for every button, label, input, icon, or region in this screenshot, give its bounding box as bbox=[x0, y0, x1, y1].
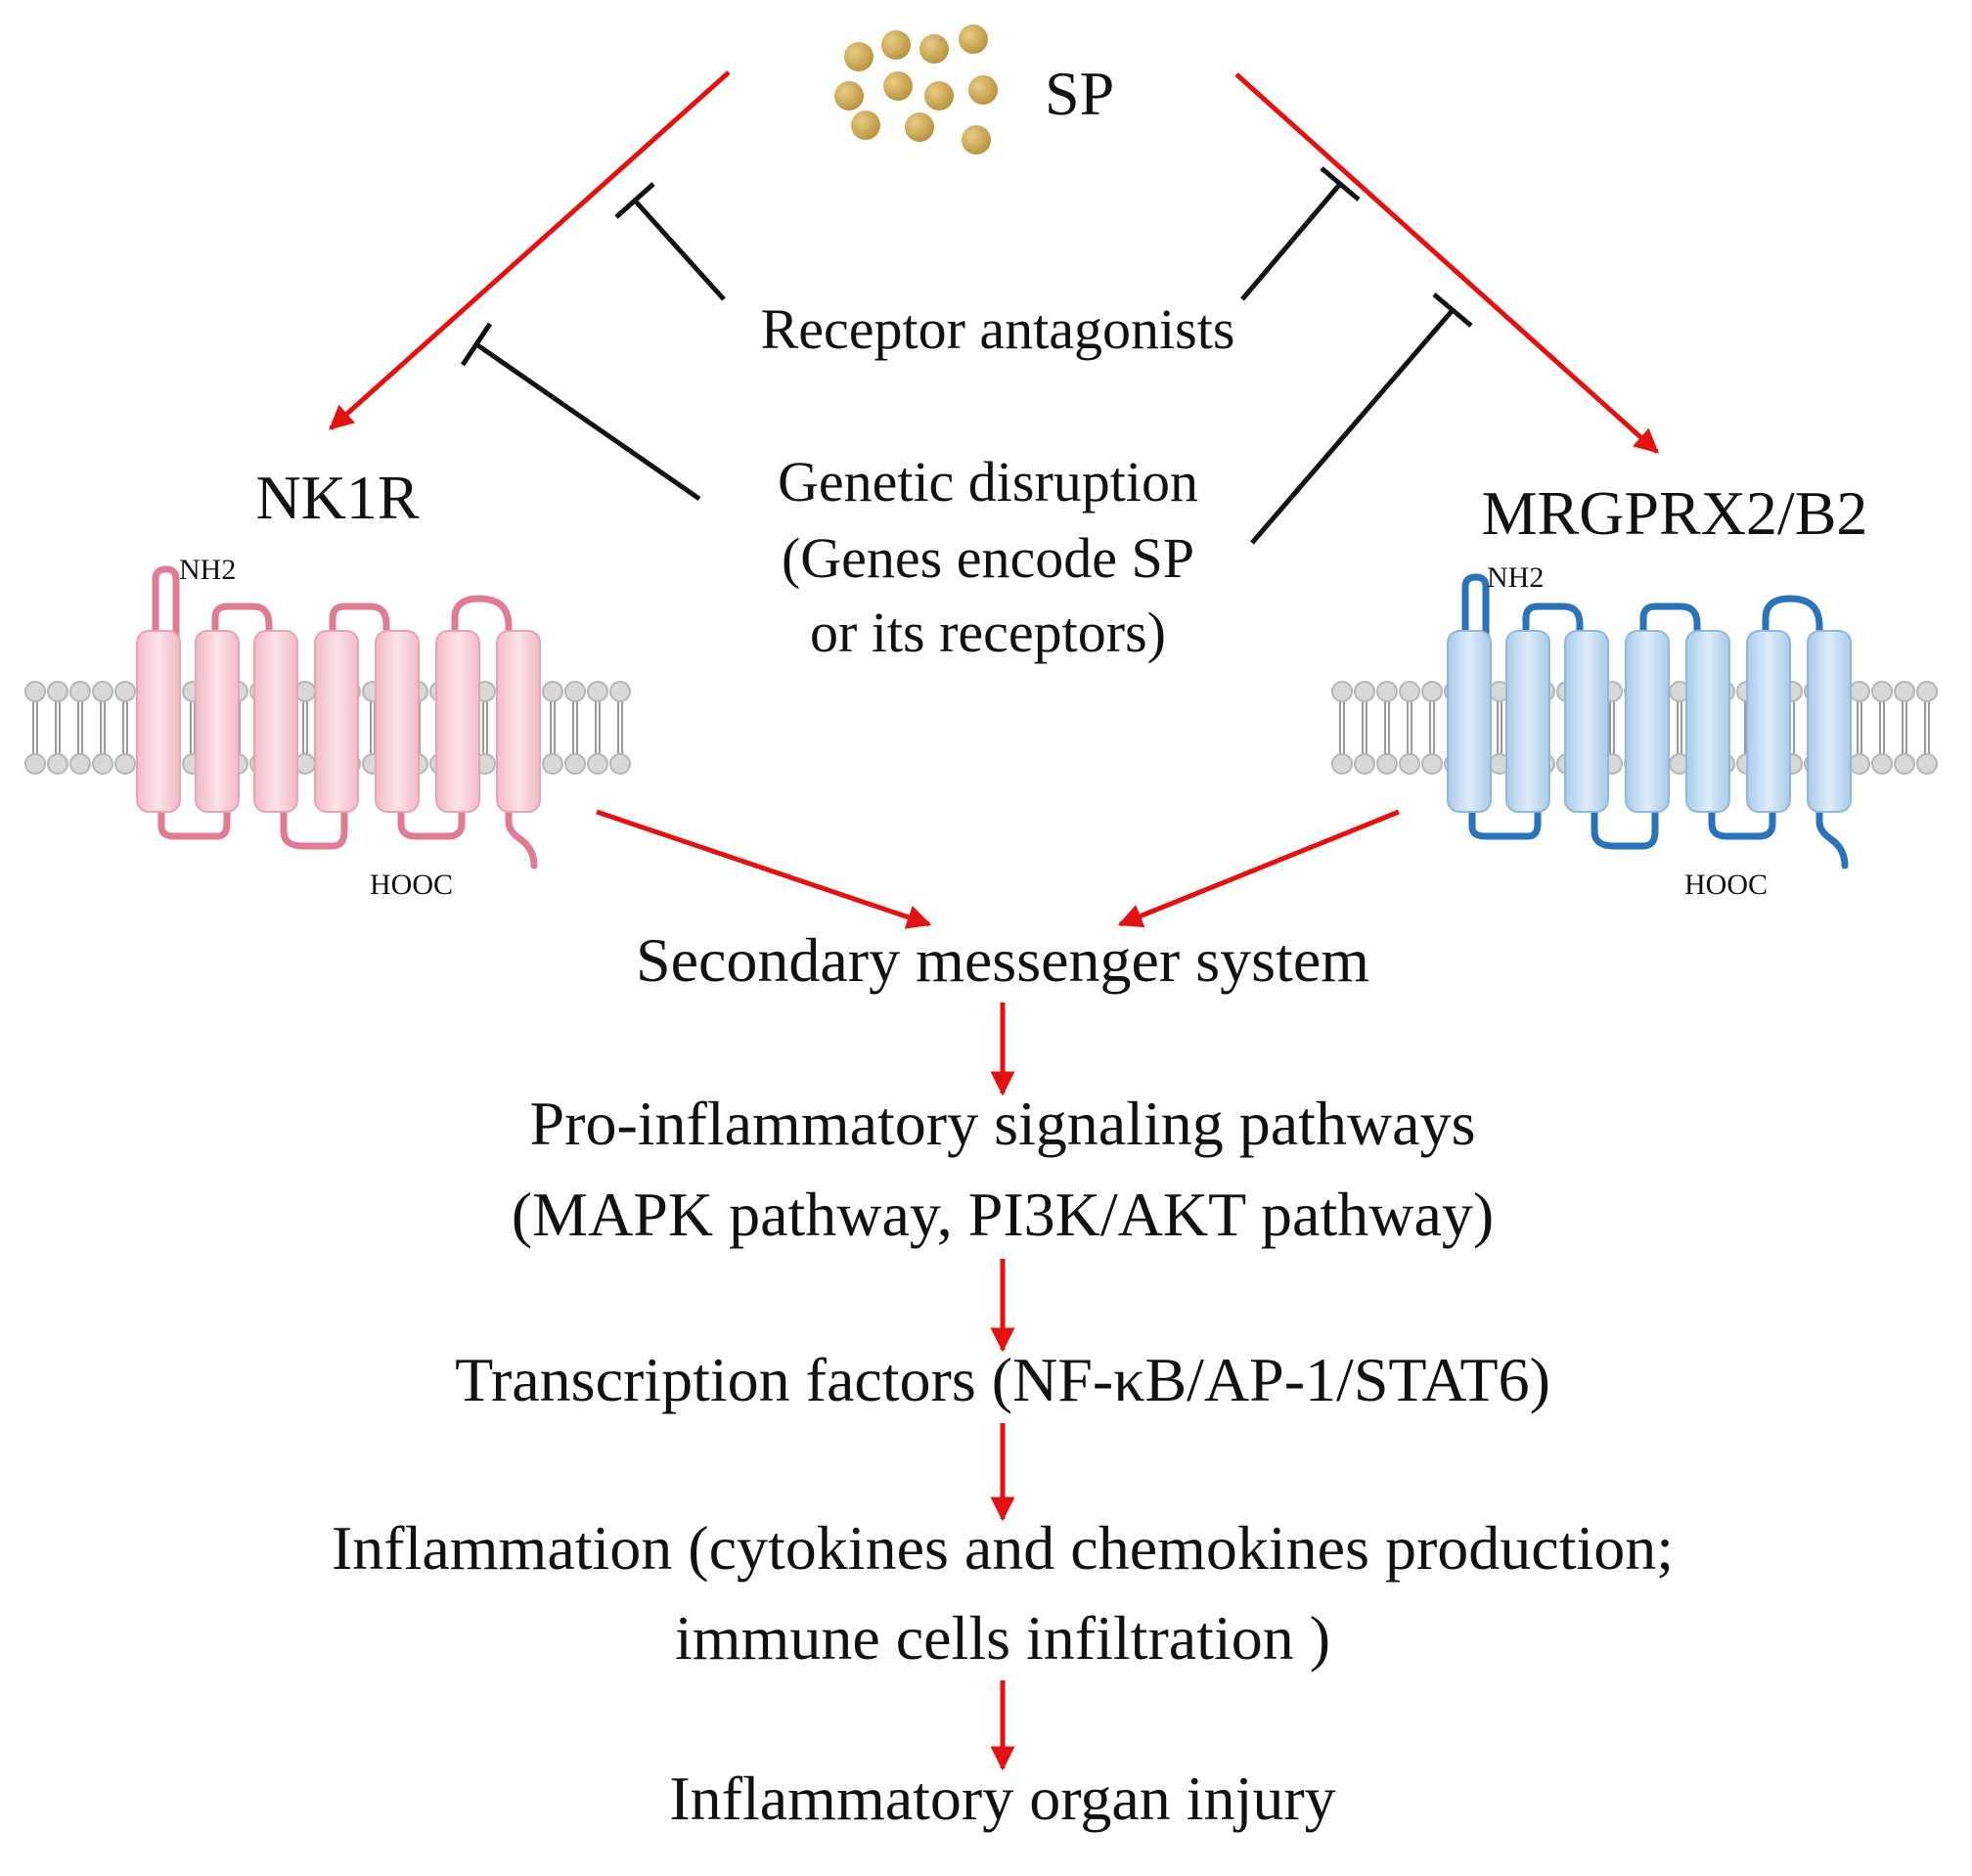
mrgprx2-receptor-icon bbox=[1447, 573, 1852, 870]
sp-peptide-icon bbox=[834, 24, 998, 155]
genetic-disruption-detail-line2: or its receptors) bbox=[810, 601, 1166, 664]
signaling-pathways-label: Pro-inflammatory signaling pathways bbox=[530, 1089, 1476, 1158]
antagonist-inhibition-left bbox=[614, 182, 726, 301]
nk1r-n-terminus-label: NH2 bbox=[179, 554, 236, 586]
antagonist-inhibition-right bbox=[1240, 166, 1361, 301]
sp-to-nk1r-arrow bbox=[329, 70, 731, 430]
transcription-factors-label: Transcription factors (NF-κB/AP-1/STAT6) bbox=[455, 1345, 1550, 1414]
inflammation-detail: immune cells infiltration ) bbox=[675, 1603, 1330, 1673]
sp-label: SP bbox=[1045, 59, 1114, 128]
sp-to-mrgprx2-arrow bbox=[1234, 72, 1659, 454]
genetic-disruption-label: Genetic disruption bbox=[778, 450, 1198, 514]
genetic-inhibition-left bbox=[460, 322, 701, 502]
genetic-inhibition-right bbox=[1250, 292, 1473, 545]
secondary-messenger-label: Secondary messenger system bbox=[636, 925, 1369, 995]
nk1r-c-terminus-label: HOOC bbox=[370, 869, 453, 901]
genetic-disruption-detail-line1: (Genes encode SP bbox=[782, 526, 1194, 590]
receptor-antagonists-label: Receptor antagonists bbox=[761, 297, 1235, 361]
nk1r-to-messenger-arrow bbox=[596, 809, 932, 929]
inflammation-label: Inflammation (cytokines and chemokines p… bbox=[332, 1513, 1674, 1583]
signaling-pathways-detail: (MAPK pathway, PI3K/AKT pathway) bbox=[512, 1180, 1494, 1249]
nk1r-receptor-icon bbox=[136, 565, 541, 870]
mrgprx2-label: MRGPRX2/B2 bbox=[1482, 478, 1868, 548]
mrgprx2-c-terminus-label: HOOC bbox=[1684, 869, 1768, 901]
organ-injury-label: Inflammatory organ injury bbox=[669, 1764, 1335, 1833]
nk1r-label: NK1R bbox=[255, 463, 419, 532]
mrgprx2-n-terminus-label: NH2 bbox=[1487, 561, 1544, 594]
mrgprx2-to-messenger-arrow bbox=[1117, 809, 1400, 928]
